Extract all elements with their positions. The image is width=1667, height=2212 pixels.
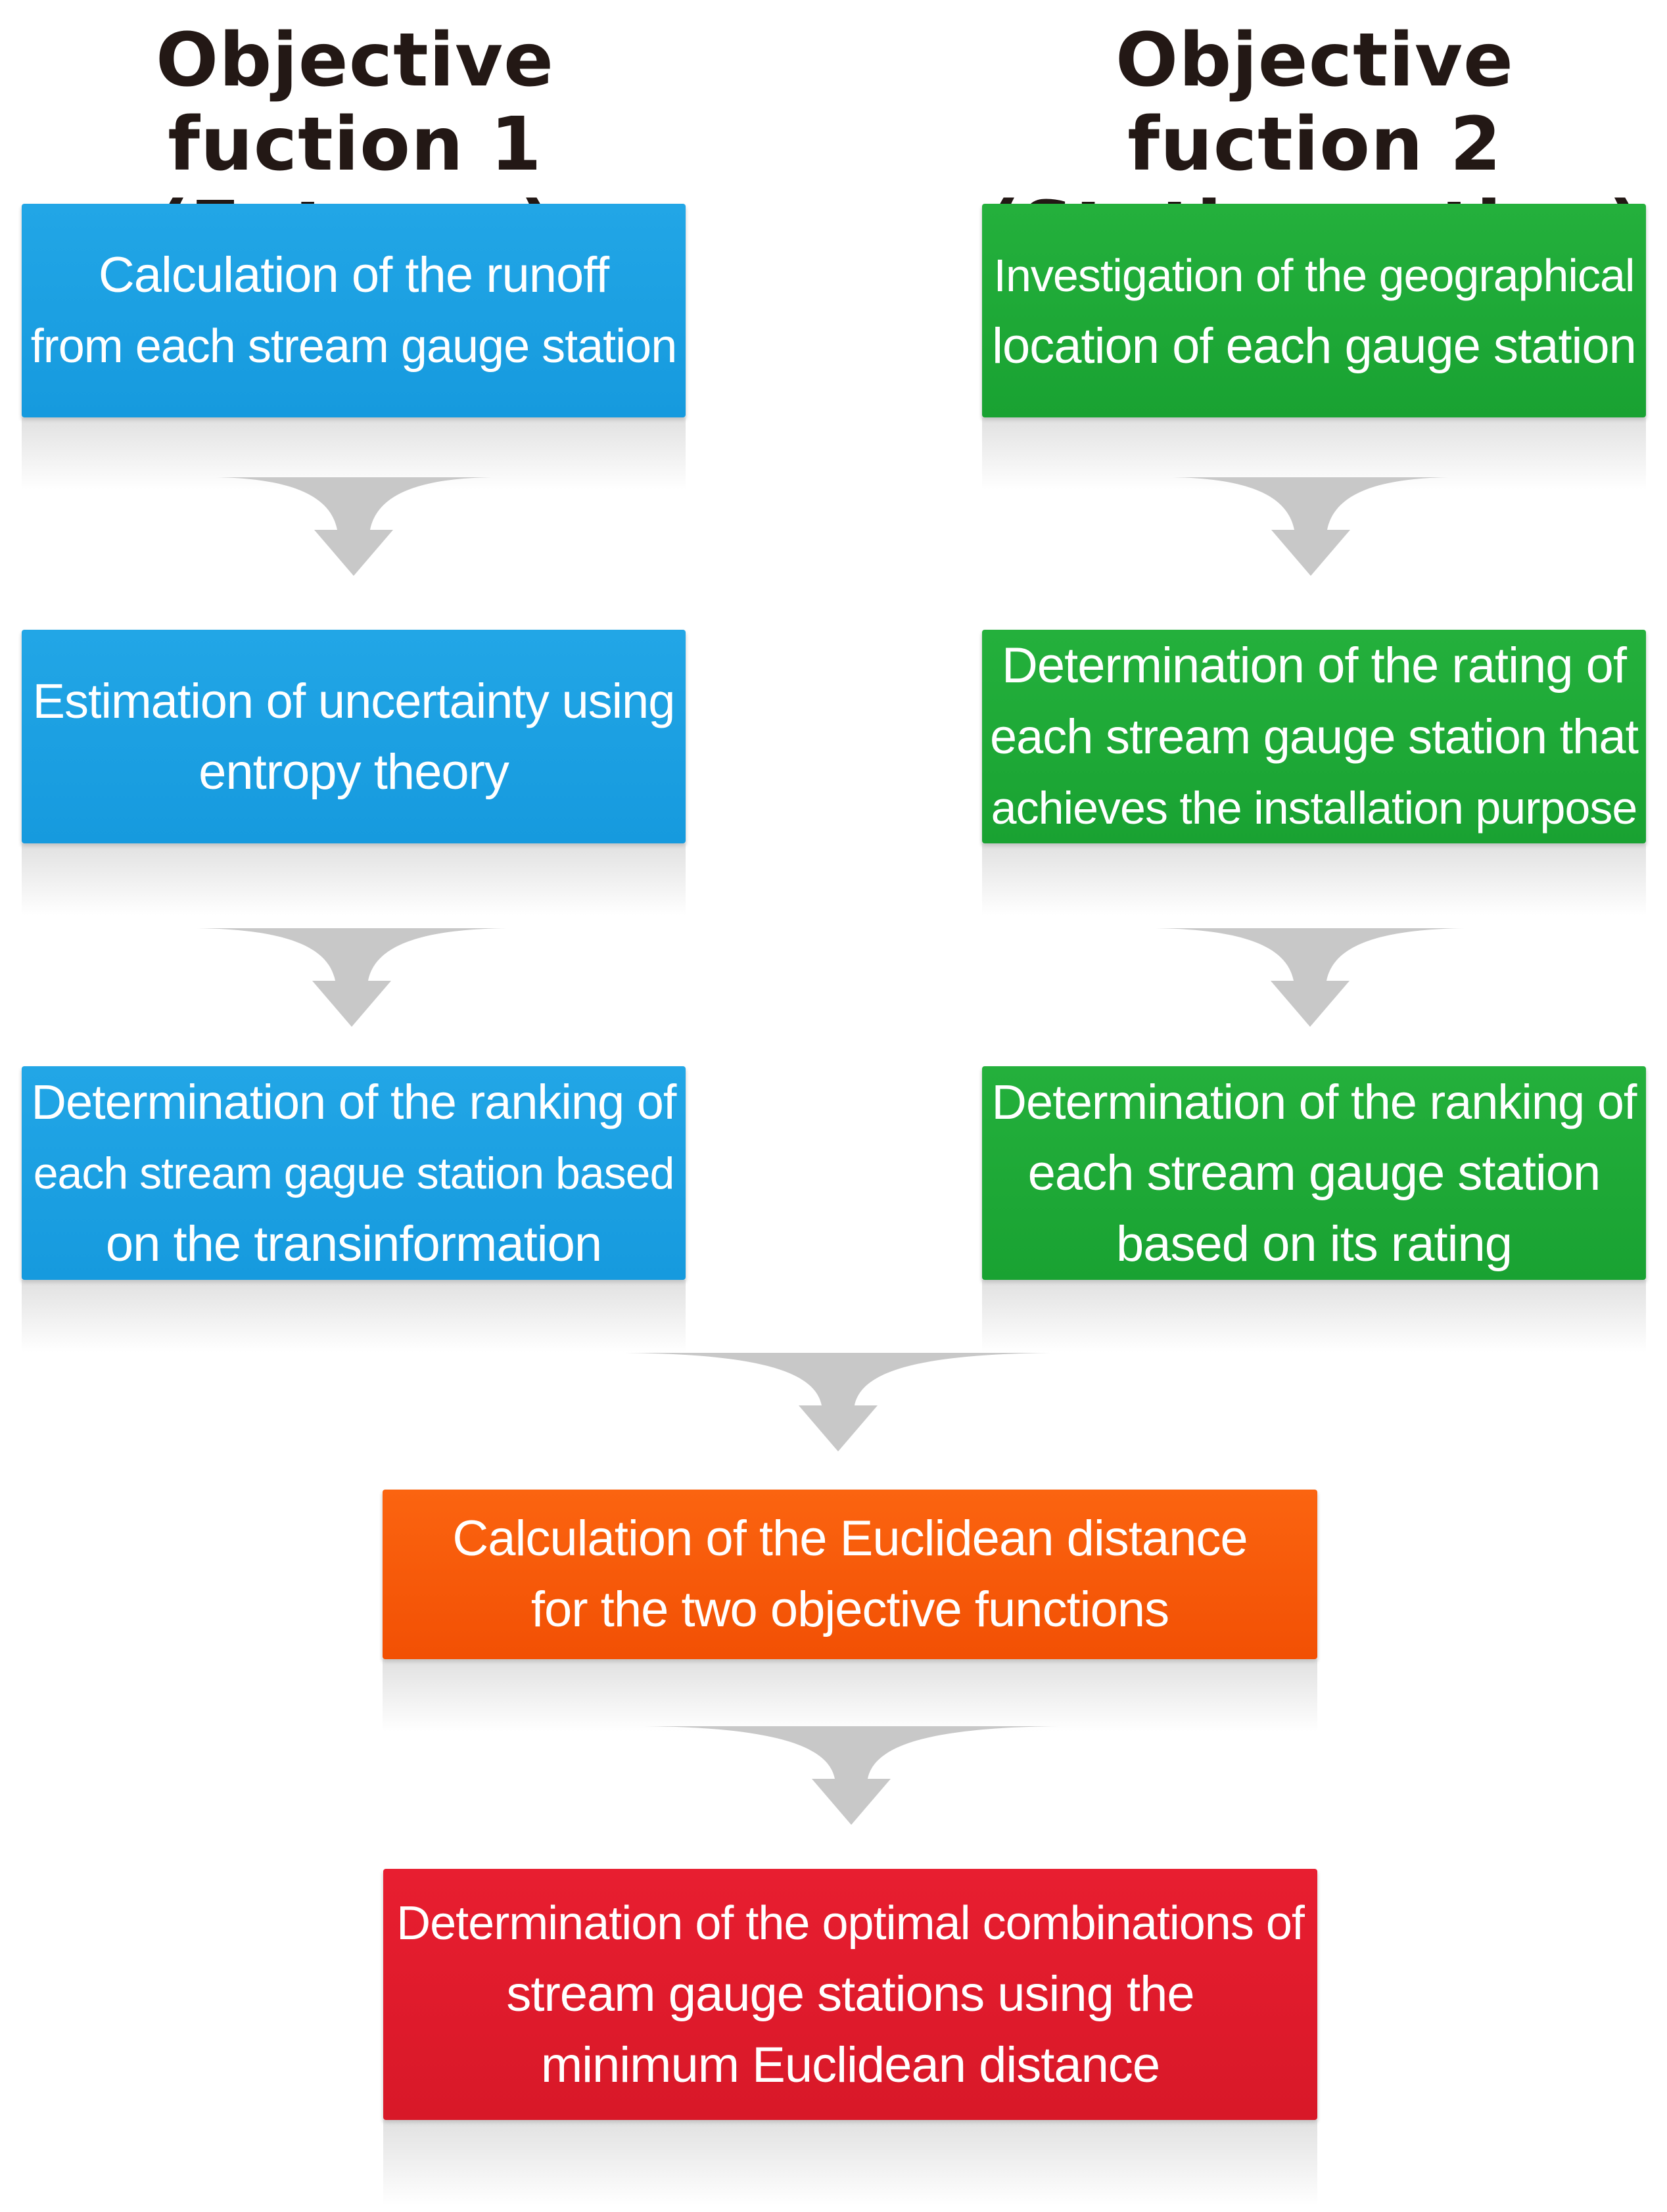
down-arrow-icon bbox=[1173, 477, 1449, 577]
down-arrow-icon bbox=[216, 477, 492, 577]
box-text-line: entropy theory bbox=[199, 743, 509, 800]
box-text-line: each stream gague station based bbox=[33, 1148, 675, 1198]
geographical-location-box: Investigation of the geographical locati… bbox=[982, 204, 1646, 490]
box-text-line: for the two objective functions bbox=[530, 1582, 1169, 1637]
heading-line: Objective fuction 1 bbox=[155, 18, 555, 187]
box-text-line: based on its rating bbox=[1115, 1215, 1513, 1272]
box-text-line: Calculation of the runoff bbox=[98, 247, 609, 303]
merge-arrow-icon bbox=[624, 1353, 1052, 1453]
box-text-line: Determination of the optimal combination… bbox=[396, 1897, 1305, 1950]
uncertainty-estimation-box: Estimation of uncertainty using entropy … bbox=[22, 630, 686, 916]
station-rating-box: Determination of the rating of each stre… bbox=[982, 630, 1646, 916]
heading-line: Objective fuction 2 bbox=[1115, 18, 1514, 187]
box-text-line: Calculation of the Euclidean distance bbox=[452, 1511, 1248, 1566]
transinformation-ranking-box: Determination of the ranking of each str… bbox=[22, 1066, 686, 1352]
down-arrow-icon bbox=[197, 928, 506, 1028]
runoff-calculation-box: Calculation of the runoff from each stre… bbox=[22, 204, 686, 490]
box-text-line: location of each gauge station bbox=[992, 318, 1637, 374]
box-text-line: achieves the installation purpose bbox=[991, 782, 1638, 834]
box-text-line: Determination of the ranking of bbox=[991, 1074, 1637, 1129]
box-text-line: stream gauge stations using the bbox=[506, 1966, 1194, 2022]
euclidean-distance-box: Calculation of the Euclidean distance fo… bbox=[383, 1490, 1317, 1731]
box-text-line: Determination of the ranking of bbox=[31, 1074, 677, 1129]
box-text-line: from each stream gauge station bbox=[30, 319, 678, 373]
box-text-line: each stream gauge station that bbox=[989, 709, 1639, 764]
box-text-line: Estimation of uncertainty using bbox=[32, 673, 676, 728]
box-text-line: Determination of the rating of bbox=[1001, 637, 1627, 694]
box-text-line: minimum Euclidean distance bbox=[540, 2037, 1160, 2093]
down-arrow-icon bbox=[1156, 928, 1465, 1028]
down-arrow-icon bbox=[644, 1726, 1058, 1826]
box-text-line: on the transinformation bbox=[105, 1215, 602, 1272]
optimal-combination-box: Determination of the optimal combination… bbox=[383, 1869, 1317, 2205]
rating-ranking-box: Determination of the ranking of each str… bbox=[982, 1066, 1646, 1352]
box-text-line: each stream gauge station bbox=[1027, 1144, 1601, 1201]
box-text-line: Investigation of the geographical bbox=[993, 249, 1635, 301]
